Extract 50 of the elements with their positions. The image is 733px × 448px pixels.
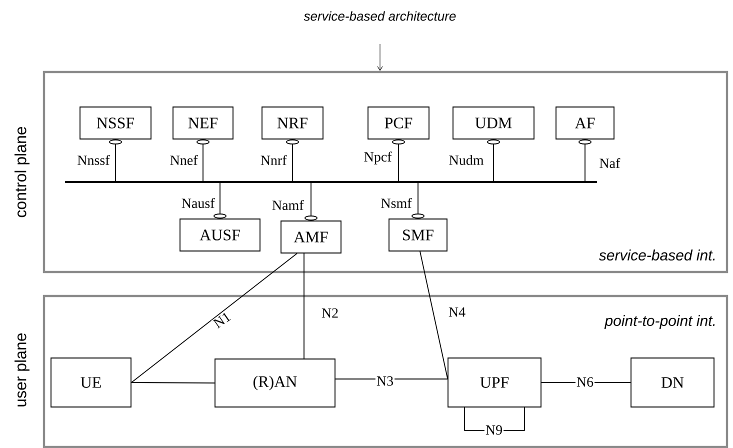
service-interface-line [392, 139, 405, 182]
interface-label: point-to-point int. [604, 315, 715, 329]
edge-label: Npcf [364, 152, 392, 164]
bus-line [65, 181, 597, 183]
function-box: AF [556, 106, 614, 140]
panel-heading: user plane [14, 333, 30, 406]
arrow [377, 44, 383, 71]
edge-label: Nsmf [381, 198, 412, 208]
connector-line [541, 382, 631, 383]
service-interface-line [109, 139, 122, 182]
service-interface-line [412, 182, 424, 219]
function-box: AMF [280, 220, 342, 254]
connector-line [131, 382, 215, 384]
function-box: NRF [262, 106, 324, 140]
edge-label: N1 [210, 310, 234, 330]
edge-label: Nnrf [260, 155, 287, 165]
function-box: NSSF [80, 106, 152, 140]
function-box: AUSF [180, 218, 260, 252]
edge-label: Nudm [449, 155, 484, 165]
function-box: PCF [368, 106, 430, 140]
function-box: SMF [388, 218, 448, 252]
edge-label: Namf [272, 200, 304, 210]
function-box: UPF [448, 358, 542, 408]
connector-line [464, 407, 525, 431]
service-interface-line [487, 139, 500, 182]
edge-label: Naf [600, 158, 620, 168]
edge-label: N3 [375, 375, 395, 387]
panel-heading: control plane [14, 126, 30, 218]
title: service-based architecture [304, 11, 456, 21]
function-box: UDM [452, 106, 534, 140]
edge-label: Nnef [170, 155, 198, 165]
edge-label: N2 [322, 308, 338, 318]
service-interface-line [214, 182, 226, 219]
connector-line [420, 251, 448, 379]
connector-line [131, 253, 298, 383]
function-box: NEF [172, 106, 234, 140]
service-interface-line [196, 139, 210, 182]
function-box: (R)AN [214, 358, 336, 408]
edge-label: Nausf [182, 198, 215, 208]
service-interface-line [286, 139, 299, 182]
function-box: UE [50, 358, 132, 408]
edge-label: N6 [575, 376, 595, 388]
edge-label: N9 [484, 424, 504, 436]
service-interface-line [578, 139, 592, 182]
edge-label: N4 [448, 307, 466, 317]
service-interface-line [304, 182, 318, 221]
edge-label: Nnssf [78, 155, 110, 165]
connector-line [335, 378, 448, 380]
interface-label: service-based int. [598, 250, 715, 261]
function-box: DN [630, 358, 714, 408]
